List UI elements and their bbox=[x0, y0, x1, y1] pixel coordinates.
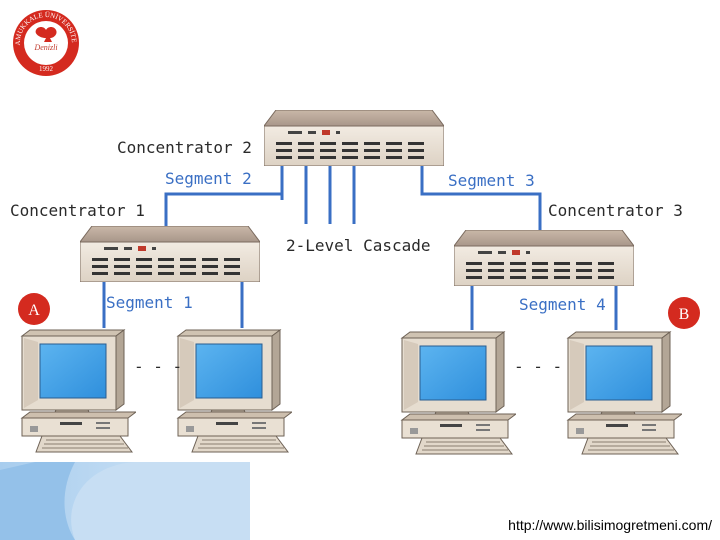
cascade-label: 2-Level Cascade bbox=[286, 236, 431, 255]
workstation-1 bbox=[21, 329, 136, 453]
segment-2-link bbox=[164, 164, 284, 226]
badge-b: B bbox=[668, 297, 700, 329]
more-workstations-left: - - - bbox=[134, 357, 182, 376]
concentrator-1 bbox=[80, 226, 260, 282]
cascade-links bbox=[280, 164, 356, 224]
segment-3-label: Segment 3 bbox=[448, 171, 535, 190]
segment-2-label: Segment 2 bbox=[165, 169, 252, 188]
workstation-3 bbox=[401, 331, 516, 455]
university-logo: PAMUKKALE ÜNİVERSİTESİ Denizli 1992 bbox=[0, 0, 83, 78]
segment-4-label: Segment 4 bbox=[519, 295, 606, 314]
svg-text:A: A bbox=[28, 302, 40, 319]
more-workstations-right: - - - bbox=[514, 357, 562, 376]
footer-url[interactable]: http://www.bilisimogretmeni.com/ bbox=[508, 517, 712, 533]
concentrator-3 bbox=[454, 230, 634, 286]
logo-year: 1992 bbox=[39, 65, 54, 73]
footer-decoration bbox=[0, 462, 250, 540]
badge-a: A bbox=[18, 293, 50, 325]
segment-3-link bbox=[420, 164, 542, 230]
workstation-2 bbox=[177, 329, 292, 453]
segment-1-links bbox=[102, 280, 244, 328]
concentrator-2 bbox=[264, 110, 444, 166]
segment-4-links bbox=[470, 284, 618, 330]
concentrator-3-label: Concentrator 3 bbox=[548, 201, 683, 220]
concentrator-2-label: Concentrator 2 bbox=[117, 138, 252, 157]
logo-signature: Denizli bbox=[33, 43, 57, 52]
svg-text:B: B bbox=[679, 306, 690, 323]
segment-1-label: Segment 1 bbox=[106, 293, 193, 312]
concentrator-1-label: Concentrator 1 bbox=[10, 201, 145, 220]
workstation-4 bbox=[567, 331, 682, 455]
